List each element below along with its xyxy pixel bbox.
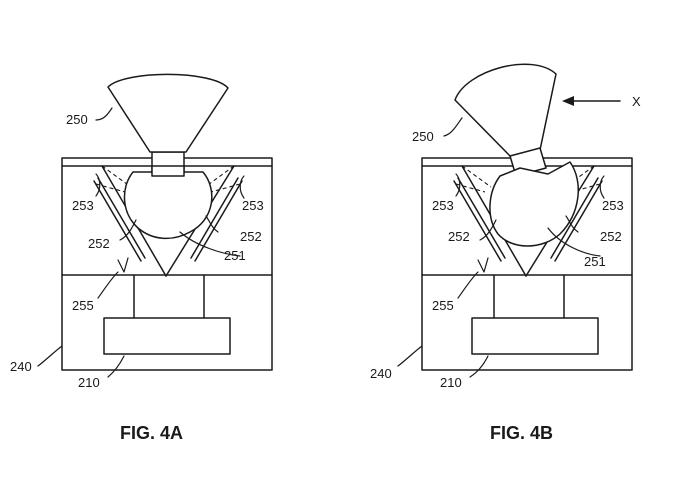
label-252-left: 252 (448, 229, 470, 244)
ball-251 (489, 161, 580, 247)
support-posts (493, 274, 565, 319)
label-253-right: 253 (602, 198, 624, 213)
leader-lines (397, 117, 605, 378)
label-253-left: 253 (432, 198, 454, 213)
label-250: 250 (412, 129, 434, 144)
figure-caption-4a: FIG. 4A (120, 423, 183, 443)
ball-251 (123, 165, 213, 240)
label-252-right: 252 (600, 229, 622, 244)
force-arrow (562, 96, 621, 106)
label-210: 210 (440, 375, 462, 390)
nozzle-250 (454, 63, 557, 177)
support-posts (133, 274, 205, 319)
label-252-right: 252 (240, 229, 262, 244)
figure-4b: 250 X 253 253 252 252 251 255 210 240 FI… (370, 63, 641, 443)
label-240: 240 (370, 366, 392, 381)
leader-lines (37, 107, 245, 378)
figure-4a: 250 253 253 252 252 251 255 210 240 FIG.… (10, 73, 273, 443)
label-255: 255 (432, 298, 454, 313)
figure-caption-4b: FIG. 4B (490, 423, 553, 443)
nozzle-250 (107, 73, 229, 153)
label-210: 210 (78, 375, 100, 390)
label-253-right: 253 (242, 198, 264, 213)
label-x: X (632, 94, 641, 109)
module-210 (103, 317, 231, 355)
module-210 (471, 317, 599, 355)
label-251: 251 (224, 248, 246, 263)
label-255: 255 (72, 298, 94, 313)
label-251: 251 (584, 254, 606, 269)
label-253-left: 253 (72, 198, 94, 213)
label-252-left: 252 (88, 236, 110, 251)
label-250: 250 (66, 112, 88, 127)
label-240: 240 (10, 359, 32, 374)
